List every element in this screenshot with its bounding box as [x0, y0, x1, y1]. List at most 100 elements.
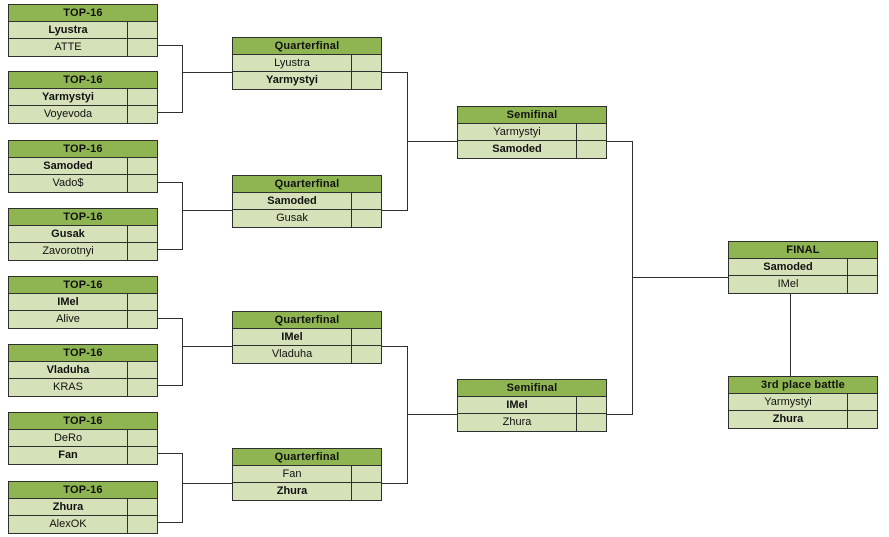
player-score — [352, 466, 381, 482]
match-top16-7[interactable]: TOP-16 DeRo Fan — [8, 412, 158, 465]
player-name: KRAS — [9, 379, 128, 396]
player-name: Lyustra — [233, 55, 352, 71]
match-top16-8[interactable]: TOP-16 Zhura AlexOK — [8, 481, 158, 534]
match-row[interactable]: Gusak — [9, 226, 157, 243]
player-name: Gusak — [233, 210, 352, 227]
connector-line — [158, 453, 182, 454]
match-row[interactable]: Vado$ — [9, 175, 157, 192]
match-row[interactable]: Fan — [233, 466, 381, 483]
match-top16-5[interactable]: TOP-16 IMel Alive — [8, 276, 158, 329]
player-name: Vladuha — [233, 346, 352, 363]
connector-line — [407, 346, 408, 484]
player-name: Lyustra — [9, 22, 128, 38]
match-quarterfinal-4[interactable]: Quarterfinal Fan Zhura — [232, 448, 382, 501]
match-row[interactable]: Lyustra — [9, 22, 157, 39]
player-name: AlexOK — [9, 516, 128, 533]
player-name: Voyevoda — [9, 106, 128, 123]
player-score — [128, 362, 157, 378]
player-score — [128, 22, 157, 38]
match-row[interactable]: Fan — [9, 447, 157, 464]
match-top16-6[interactable]: TOP-16 Vladuha KRAS — [8, 344, 158, 397]
match-title: 3rd place battle — [729, 377, 877, 394]
match-row[interactable]: Yarmystyi — [729, 394, 877, 411]
match-row[interactable]: Zhura — [458, 414, 606, 431]
match-row[interactable]: IMel — [9, 294, 157, 311]
player-score — [128, 158, 157, 174]
match-row[interactable]: Yarmystyi — [9, 89, 157, 106]
connector-line — [632, 141, 633, 415]
connector-line — [182, 45, 183, 113]
match-row[interactable]: Vladuha — [233, 346, 381, 363]
connector-line — [182, 210, 232, 211]
match-row[interactable]: Lyustra — [233, 55, 381, 72]
match-row[interactable]: Yarmystyi — [458, 124, 606, 141]
match-title: TOP-16 — [9, 413, 157, 430]
match-row[interactable]: IMel — [233, 329, 381, 346]
connector-line — [182, 346, 232, 347]
match-quarterfinal-3[interactable]: Quarterfinal IMel Vladuha — [232, 311, 382, 364]
player-name: Zavorotnyi — [9, 243, 128, 260]
player-score — [128, 294, 157, 310]
player-score — [848, 411, 877, 428]
player-score — [352, 346, 381, 363]
match-row[interactable]: Gusak — [233, 210, 381, 227]
player-score — [352, 329, 381, 345]
match-quarterfinal-1[interactable]: Quarterfinal Lyustra Yarmystyi — [232, 37, 382, 90]
match-row[interactable]: IMel — [458, 397, 606, 414]
player-name: Gusak — [9, 226, 128, 242]
match-top16-3[interactable]: TOP-16 Samoded Vado$ — [8, 140, 158, 193]
match-row[interactable]: Zhura — [729, 411, 877, 428]
match-row[interactable]: DeRo — [9, 430, 157, 447]
match-final[interactable]: FINAL Samoded IMel — [728, 241, 878, 294]
match-row[interactable]: Vladuha — [9, 362, 157, 379]
match-third-place[interactable]: 3rd place battle Yarmystyi Zhura — [728, 376, 878, 429]
match-quarterfinal-2[interactable]: Quarterfinal Samoded Gusak — [232, 175, 382, 228]
match-row[interactable]: Samoded — [458, 141, 606, 158]
match-row[interactable]: Voyevoda — [9, 106, 157, 123]
match-title: TOP-16 — [9, 482, 157, 499]
player-score — [848, 394, 877, 410]
match-semifinal-1[interactable]: Semifinal Yarmystyi Samoded — [457, 106, 607, 159]
player-score — [128, 39, 157, 56]
match-semifinal-2[interactable]: Semifinal IMel Zhura — [457, 379, 607, 432]
match-row[interactable]: Zhura — [9, 499, 157, 516]
connector-line — [382, 346, 407, 347]
match-top16-1[interactable]: TOP-16 Lyustra ATTE — [8, 4, 158, 57]
match-row[interactable]: Samoded — [9, 158, 157, 175]
match-row[interactable]: AlexOK — [9, 516, 157, 533]
player-name: Samoded — [458, 141, 577, 158]
match-row[interactable]: IMel — [729, 276, 877, 293]
match-row[interactable]: KRAS — [9, 379, 157, 396]
match-row[interactable]: Zavorotnyi — [9, 243, 157, 260]
player-name: Alive — [9, 311, 128, 328]
match-top16-4[interactable]: TOP-16 Gusak Zavorotnyi — [8, 208, 158, 261]
player-score — [577, 141, 606, 158]
match-top16-2[interactable]: TOP-16 Yarmystyi Voyevoda — [8, 71, 158, 124]
player-name: Samoded — [729, 259, 848, 275]
match-title: Quarterfinal — [233, 176, 381, 193]
match-row[interactable]: Samoded — [233, 193, 381, 210]
match-title: TOP-16 — [9, 72, 157, 89]
match-row[interactable]: Alive — [9, 311, 157, 328]
match-title: Quarterfinal — [233, 449, 381, 466]
match-row[interactable]: Samoded — [729, 259, 877, 276]
connector-line — [382, 72, 407, 73]
connector-line — [158, 318, 182, 319]
connector-line — [158, 45, 182, 46]
player-score — [577, 124, 606, 140]
player-score — [848, 276, 877, 293]
match-title: Quarterfinal — [233, 38, 381, 55]
connector-line — [158, 182, 182, 183]
player-name: Fan — [9, 447, 128, 464]
match-row[interactable]: Yarmystyi — [233, 72, 381, 89]
match-row[interactable]: ATTE — [9, 39, 157, 56]
player-name: Yarmystyi — [458, 124, 577, 140]
connector-line — [407, 414, 457, 415]
player-score — [848, 259, 877, 275]
connector-line — [158, 522, 182, 523]
player-name: Yarmystyi — [9, 89, 128, 105]
player-name: Yarmystyi — [233, 72, 352, 89]
match-row[interactable]: Zhura — [233, 483, 381, 500]
match-title: FINAL — [729, 242, 877, 259]
player-name: Yarmystyi — [729, 394, 848, 410]
